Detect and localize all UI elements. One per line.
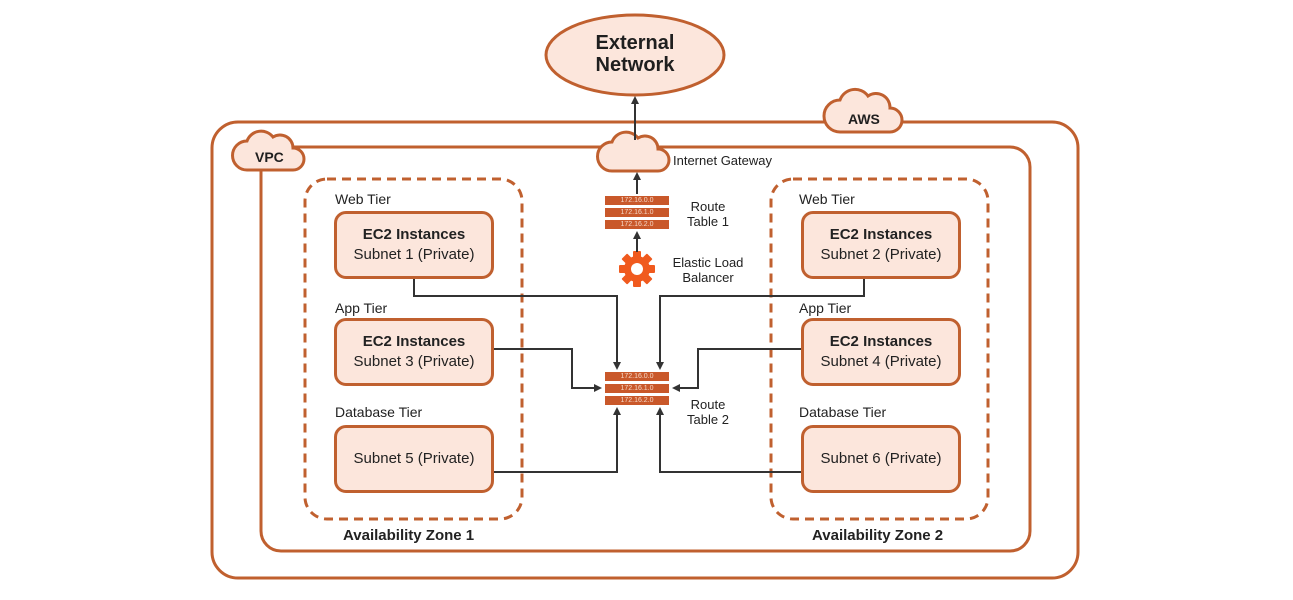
route-table-1-label-line1: Route: [690, 199, 726, 214]
route-entry: 172.16.2.0: [605, 220, 669, 229]
load-balancer-label-line2: Balancer: [682, 270, 734, 285]
aws-cloud-icon: [822, 87, 904, 134]
route-table-2-label: Route Table 2: [680, 397, 736, 427]
external-network-label: External Network: [546, 32, 724, 76]
route-table-1-label-line2: Table 1: [687, 214, 729, 229]
load-balancer-label: Elastic Load Balancer: [662, 255, 754, 285]
subnet-4-box: EC2 Instances Subnet 4 (Private): [801, 318, 961, 386]
arrow-subnet4-to-route2: [672, 348, 801, 392]
route-table-2: 172.16.0.0 172.16.1.0 172.16.2.0: [605, 372, 669, 408]
route-entry: 172.16.2.0: [605, 396, 669, 405]
subnet-4-title: EC2 Instances: [829, 333, 933, 350]
route-entry: 172.16.0.0: [605, 372, 669, 381]
zone1-web-tier-label: Web Tier: [335, 191, 391, 207]
zone2-app-tier-label: App Tier: [799, 300, 852, 316]
arrow-subnet2-to-route2: [656, 279, 865, 370]
external-network-node: [544, 13, 726, 97]
subnet-2-box: EC2 Instances Subnet 2 (Private): [801, 211, 961, 279]
subnet-3-title: EC2 Instances: [362, 333, 466, 350]
availability-zone-1-boundary: [303, 177, 524, 521]
route-table-2-label-line1: Route: [690, 397, 726, 412]
subnet-3-box: EC2 Instances Subnet 3 (Private): [334, 318, 494, 386]
aws-label: AWS: [848, 111, 880, 127]
arrow-subnet3-to-route2: [494, 348, 602, 392]
route-entry: 172.16.1.0: [605, 384, 669, 393]
availability-zone-2-label: Availability Zone 2: [812, 527, 944, 544]
load-balancer-label-line1: Elastic Load: [672, 255, 744, 270]
subnet-1-box: EC2 Instances Subnet 1 (Private): [334, 211, 494, 279]
internet-gateway-label: Internet Gateway: [673, 153, 772, 168]
subnet-1-name: Subnet 1 (Private): [353, 246, 475, 263]
arrow-subnet1-to-route2: [413, 279, 621, 370]
load-balancer-gear-icon: [619, 251, 655, 287]
subnet-2-title: EC2 Instances: [829, 226, 933, 243]
subnet-4-name: Subnet 4 (Private): [820, 353, 942, 370]
arrow-subnet5-to-route2: [494, 407, 621, 473]
subnet-1-title: EC2 Instances: [362, 226, 466, 243]
arrow-subnet6-to-route2: [656, 407, 801, 473]
subnet-6-name: Subnet 6 (Private): [820, 450, 942, 467]
aws-boundary: [210, 120, 1080, 580]
zone1-database-tier-label: Database Tier: [335, 404, 423, 420]
route-entry: 172.16.1.0: [605, 208, 669, 217]
zone2-database-tier-label: Database Tier: [799, 404, 887, 420]
route-table-2-label-line2: Table 2: [687, 412, 729, 427]
route-entry: 172.16.0.0: [605, 196, 669, 205]
zone1-app-tier-label: App Tier: [335, 300, 388, 316]
external-network-line1: External: [595, 32, 675, 54]
availability-zone-1-label: Availability Zone 1: [343, 527, 475, 544]
vpc-cloud-icon: [231, 129, 306, 172]
subnet-5-name: Subnet 5 (Private): [353, 450, 475, 467]
subnet-2-name: Subnet 2 (Private): [820, 246, 942, 263]
vpc-label: VPC: [255, 149, 284, 165]
subnet-6-box: Subnet 6 (Private): [801, 425, 961, 493]
subnet-3-name: Subnet 3 (Private): [353, 353, 475, 370]
route-table-1: 172.16.0.0 172.16.1.0 172.16.2.0: [605, 196, 669, 232]
subnet-5-box: Subnet 5 (Private): [334, 425, 494, 493]
route-table-1-label: Route Table 1: [680, 199, 736, 229]
external-network-line2: Network: [595, 54, 675, 76]
zone2-web-tier-label: Web Tier: [799, 191, 855, 207]
internet-gateway-cloud-icon: [596, 130, 671, 173]
